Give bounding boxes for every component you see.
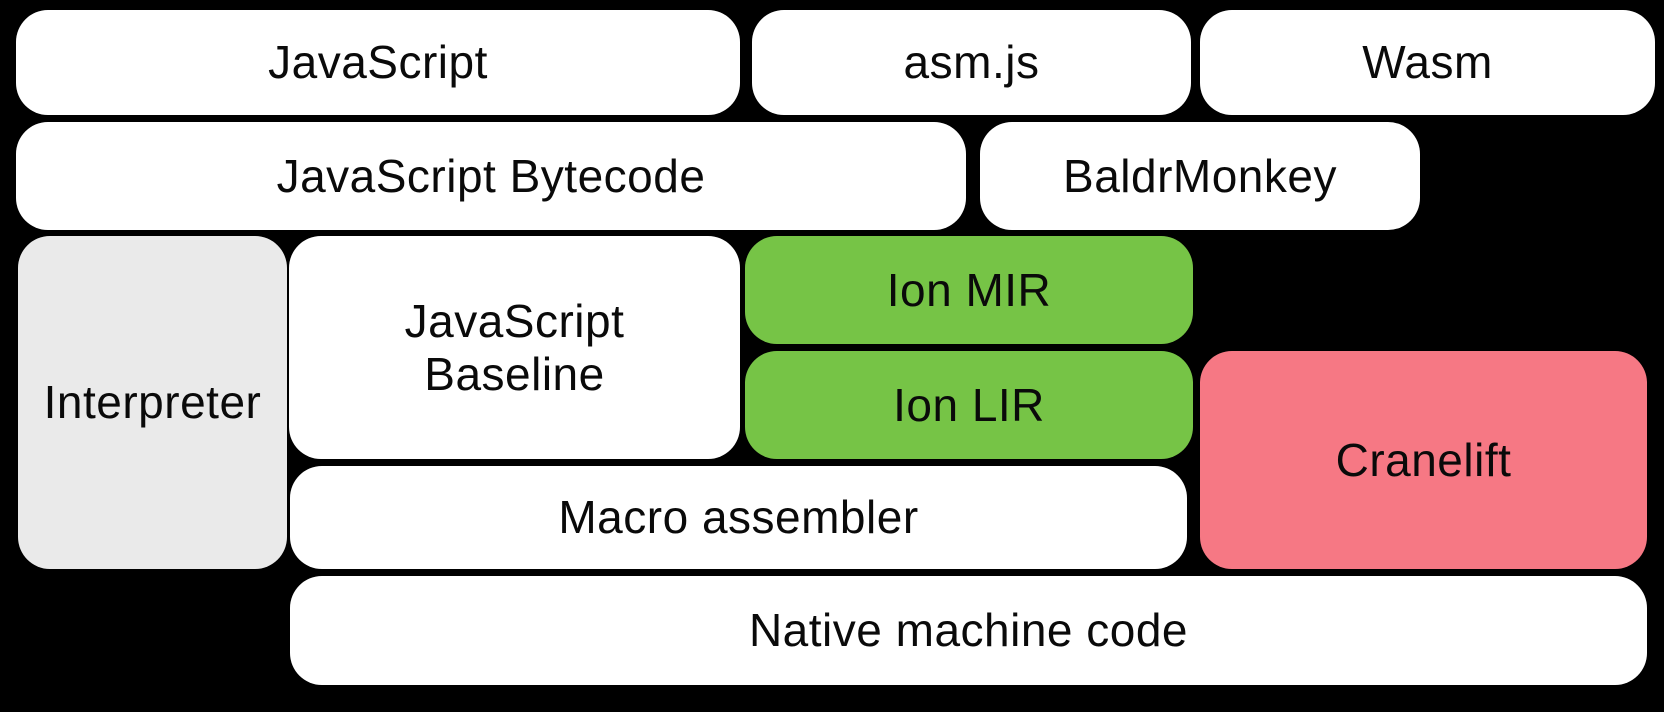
box-wasm: Wasm [1200,10,1655,115]
box-label-baldrmonkey: BaldrMonkey [1063,149,1337,202]
box-javascript-bytecode: JavaScript Bytecode [16,122,966,230]
box-label-native-machine-code: Native machine code [748,604,1189,657]
box-javascript-baseline: JavaScript Baseline [289,236,740,459]
box-javascript: JavaScript [16,10,740,115]
box-ion-mir: Ion MIR [745,236,1193,344]
box-label-cranelift: Cranelift [1335,433,1512,486]
box-macro-assembler: Macro assembler [290,466,1187,569]
box-ion-lir: Ion LIR [745,351,1193,459]
box-interpreter: Interpreter [18,236,287,569]
box-label-ion-lir: Ion LIR [893,378,1045,431]
box-label-javascript-baseline: JavaScript Baseline [404,294,625,400]
box-asmjs: asm.js [752,10,1191,115]
box-label-javascript: JavaScript [268,36,488,89]
box-native-machine-code: Native machine code [290,576,1647,685]
box-label-asmjs: asm.js [903,36,1040,89]
box-label-interpreter: Interpreter [43,376,262,429]
box-label-macro-assembler: Macro assembler [558,491,919,544]
box-cranelift: Cranelift [1200,351,1647,569]
box-baldrmonkey: BaldrMonkey [980,122,1420,230]
box-label-ion-mir: Ion MIR [886,263,1052,316]
box-label-wasm: Wasm [1362,36,1493,89]
box-label-javascript-bytecode: JavaScript Bytecode [276,149,706,202]
